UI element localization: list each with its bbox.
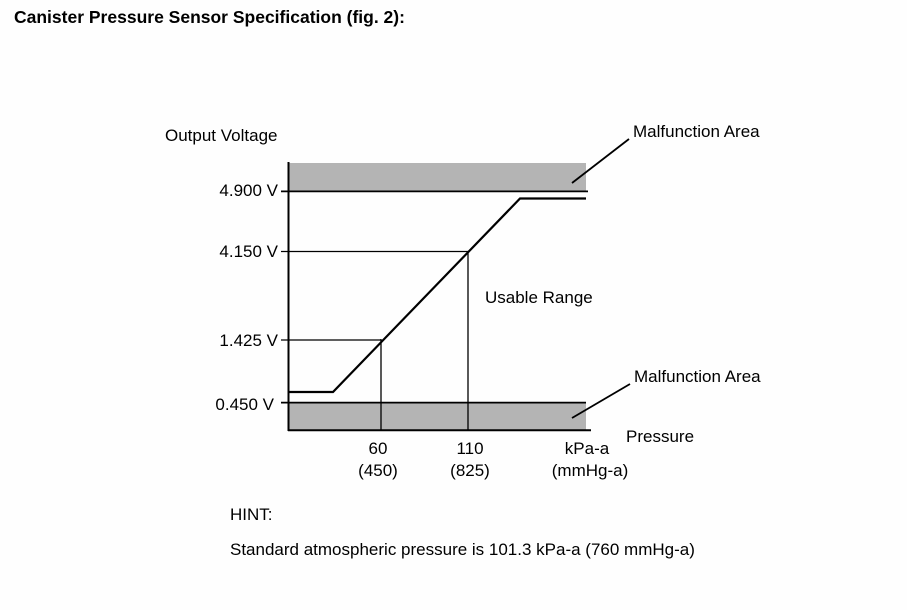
malfunction-band-top: [289, 163, 586, 191]
hint-label: HINT:: [230, 505, 273, 524]
malfunction-band-bottom: [289, 403, 586, 430]
y-tick-4150v: 4.150 V: [219, 242, 278, 261]
x-tick-110: 110: [456, 439, 483, 458]
x-axis-title: Pressure: [626, 427, 694, 446]
usable-range-label: Usable Range: [485, 288, 593, 307]
x-tick-60: 60: [369, 439, 388, 458]
y-tick-0450v: 0.450 V: [215, 395, 274, 414]
x-tick-450: (450): [358, 461, 398, 480]
leader-line-bottom: [571, 383, 631, 419]
malfunction-area-label-bottom: Malfunction Area: [634, 367, 761, 386]
y-tick-1425v: 1.425 V: [219, 331, 278, 350]
y-axis-title: Output Voltage: [165, 126, 277, 145]
malfunction-area-label-top: Malfunction Area: [633, 122, 760, 141]
sensor-output-curve: [289, 197, 586, 394]
x-tick-825: (825): [450, 461, 490, 480]
x-unit-kpa: kPa-a: [565, 439, 610, 458]
figure-title: Canister Pressure Sensor Specification (…: [14, 7, 405, 27]
leader-line-top: [571, 138, 630, 184]
y-tick-4900v: 4.900 V: [219, 181, 278, 200]
x-unit-mmhg: (mmHg-a): [552, 461, 629, 480]
hint-text: Standard atmospheric pressure is 101.3 k…: [230, 540, 695, 559]
